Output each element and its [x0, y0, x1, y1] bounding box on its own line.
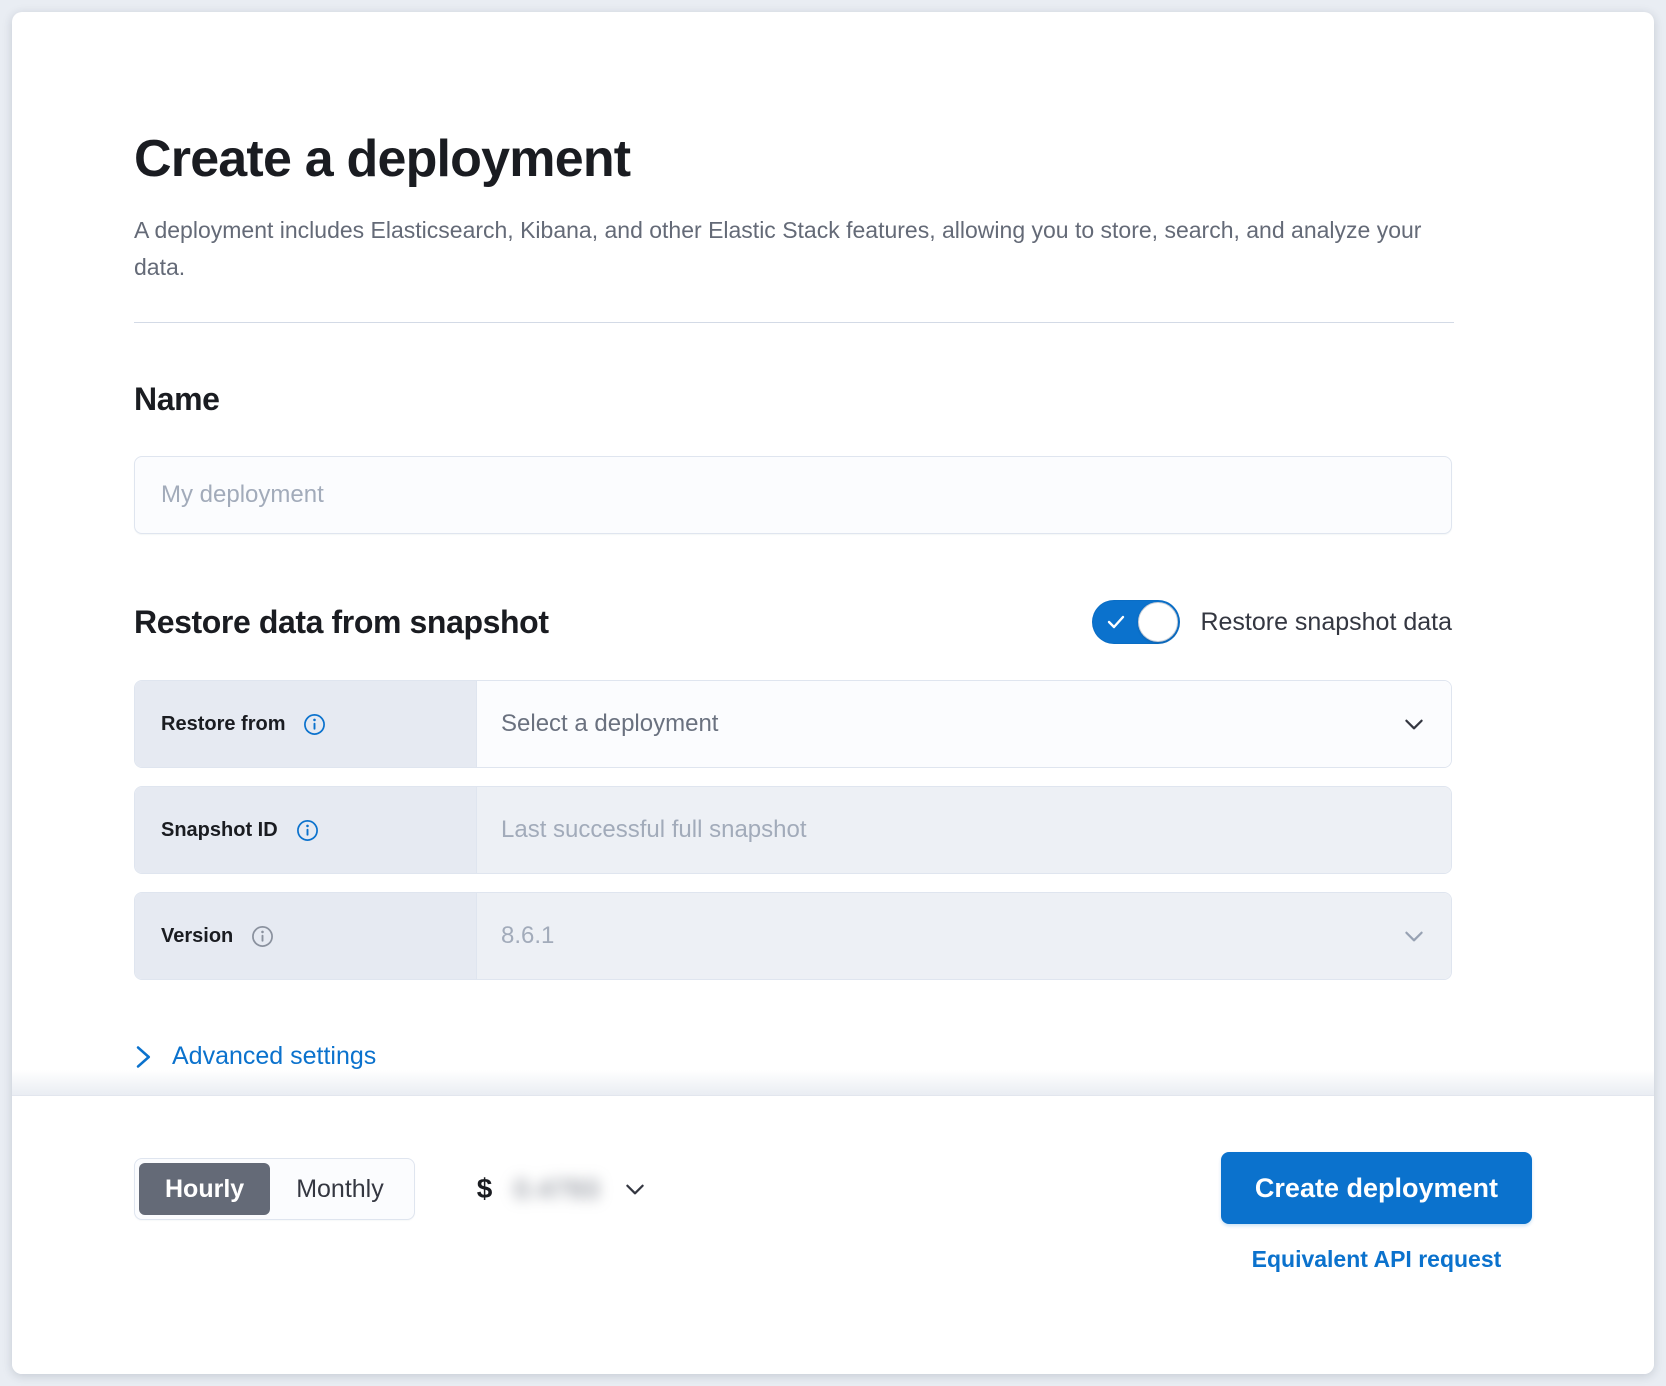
snapshot-id-label: Snapshot ID	[161, 818, 278, 841]
toggle-knob	[1138, 602, 1179, 642]
deployment-name-placeholder: My deployment	[161, 481, 324, 508]
billing-option-monthly[interactable]: Monthly	[296, 1174, 384, 1203]
footer-left: Hourly Monthly $ 0.4793	[134, 1158, 648, 1220]
snapshot-id-row: Snapshot ID Last successful full snapsho…	[134, 786, 1452, 874]
price-amount: 0.4793	[514, 1173, 600, 1204]
billing-option-hourly[interactable]: Hourly	[139, 1163, 271, 1215]
chevron-down-icon[interactable]	[622, 1176, 648, 1202]
footer-inner: Hourly Monthly $ 0.4793 Create deploymen…	[12, 1096, 1654, 1374]
page-title: Create a deployment	[134, 130, 631, 188]
chevron-down-icon	[1405, 931, 1423, 942]
snapshot-id-value: Last successful full snapshot	[501, 816, 807, 843]
snapshot-id-input[interactable]: Last successful full snapshot	[477, 787, 1451, 873]
restore-toggle-label: Restore snapshot data	[1200, 607, 1452, 636]
restore-section-title: Restore data from snapshot	[134, 603, 549, 640]
restore-toggle-group[interactable]: Restore snapshot data	[1092, 600, 1452, 644]
advanced-settings-label: Advanced settings	[172, 1042, 377, 1070]
content-column: Create a deployment A deployment include…	[134, 130, 1454, 1071]
restore-from-select[interactable]: Select a deployment	[477, 681, 1451, 767]
advanced-settings-toggle[interactable]: Advanced settings	[134, 1042, 1454, 1071]
price-display[interactable]: $ 0.4793	[477, 1173, 648, 1205]
equivalent-api-request-link[interactable]: Equivalent API request	[1251, 1246, 1502, 1272]
create-deployment-button[interactable]: Create deployment	[1220, 1152, 1532, 1224]
chevron-down-icon	[1405, 719, 1423, 730]
restore-snapshot-toggle[interactable]	[1092, 600, 1181, 644]
version-label: Version	[161, 924, 234, 947]
info-circle-icon[interactable]	[296, 819, 319, 842]
card-body: Create a deployment A deployment include…	[12, 12, 1654, 1095]
currency-symbol: $	[476, 1173, 493, 1204]
info-circle-icon[interactable]	[251, 925, 274, 948]
version-select[interactable]: 8.6.1	[477, 893, 1451, 979]
info-circle-icon[interactable]	[303, 713, 326, 736]
restore-form-rows: Restore from Select a deployment	[134, 680, 1454, 980]
name-section: Name My deployment	[134, 381, 1454, 534]
name-section-title: Name	[134, 381, 220, 417]
restore-from-row: Restore from Select a deployment	[134, 680, 1452, 768]
card-footer: Hourly Monthly $ 0.4793 Create deploymen…	[12, 1070, 1654, 1374]
snapshot-id-label-cell: Snapshot ID	[135, 787, 477, 873]
billing-period-segmented-control[interactable]: Hourly Monthly	[134, 1158, 415, 1220]
restore-section-header: Restore data from snapshot Restore snaps…	[134, 600, 1452, 644]
page-description: A deployment includes Elasticsearch, Kib…	[134, 217, 1422, 280]
restore-from-value: Select a deployment	[501, 710, 719, 737]
version-value: 8.6.1	[501, 922, 555, 949]
header-divider	[134, 322, 1454, 323]
version-label-cell: Version	[135, 893, 477, 979]
create-deployment-card: Create a deployment A deployment include…	[12, 12, 1654, 1374]
footer-right: Create deployment Equivalent API request	[1220, 1152, 1532, 1273]
version-row: Version 8.6.1	[134, 892, 1452, 980]
deployment-name-input[interactable]: My deployment	[134, 456, 1452, 534]
check-icon	[1108, 615, 1125, 629]
restore-from-label: Restore from	[161, 712, 286, 735]
restore-from-label-cell: Restore from	[135, 681, 477, 767]
chevron-right-icon	[136, 1045, 151, 1068]
